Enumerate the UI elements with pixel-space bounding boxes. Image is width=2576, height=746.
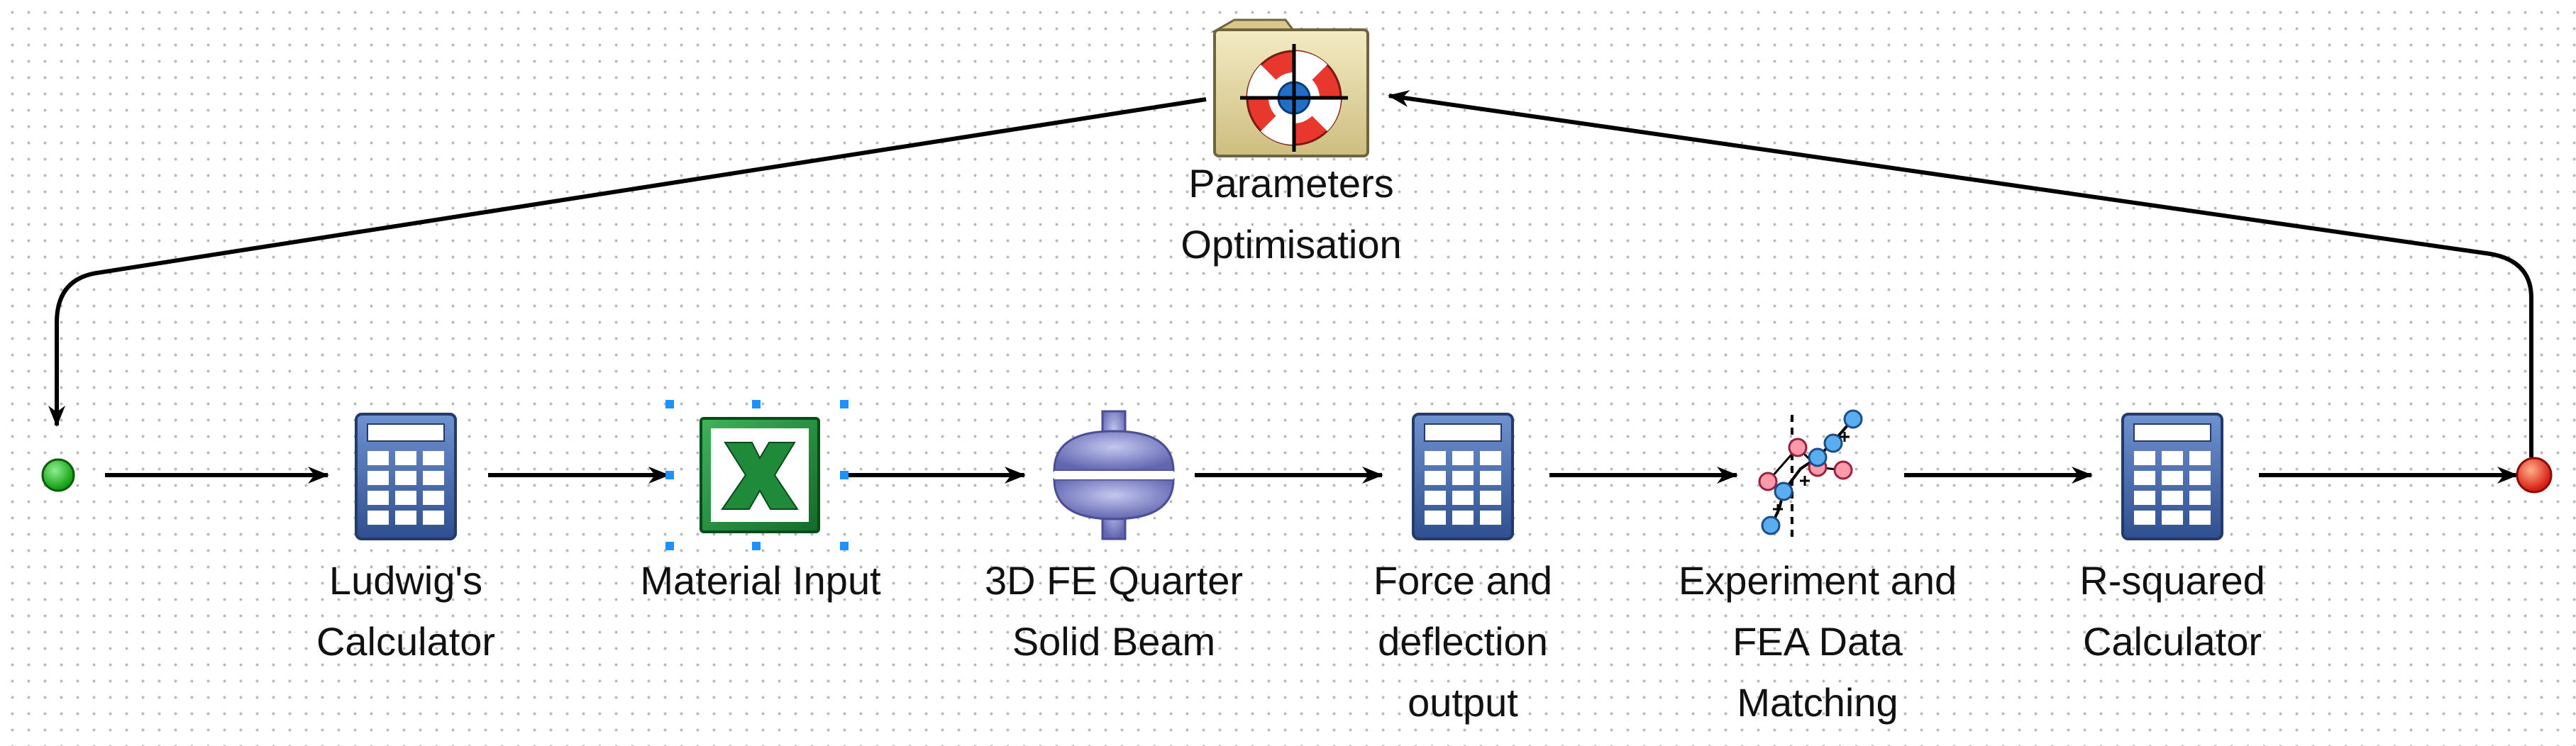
calculator-icon[interactable] bbox=[355, 413, 457, 540]
label-line: Ludwig's bbox=[328, 558, 483, 603]
calculator-icon[interactable] bbox=[2121, 413, 2223, 540]
connectors bbox=[48, 90, 2533, 484]
connector-optimisation-to-start[interactable] bbox=[48, 97, 1207, 427]
selection-handles[interactable] bbox=[665, 400, 848, 550]
node-label-force-and-deflection-output: Force and deflection output bbox=[1293, 550, 1633, 733]
label-line: deflection bbox=[1378, 619, 1548, 664]
label-line: Calculator bbox=[316, 619, 496, 664]
fe-solver-icon[interactable] bbox=[1053, 410, 1175, 540]
node-label-parameters-optimisation: Parameters Optimisation bbox=[1121, 153, 1461, 275]
excel-icon[interactable] bbox=[700, 417, 820, 533]
label-line: Matching bbox=[1737, 680, 1898, 725]
label-line: R-squared bbox=[2079, 558, 2265, 603]
label-line: 3D FE Quarter bbox=[984, 558, 1244, 603]
label-line: Solid Beam bbox=[1012, 619, 1216, 664]
lifebuoy-folder-icon[interactable] bbox=[1210, 18, 1369, 157]
label-line: FEA Data bbox=[1732, 619, 1903, 664]
label-line: Optimisation bbox=[1181, 222, 1402, 267]
data-matching-icon[interactable] bbox=[1758, 409, 1863, 542]
node-label-ludwigs-calculator: Ludwig's Calculator bbox=[236, 550, 576, 672]
node-label-material-input: Material Input bbox=[590, 550, 931, 611]
label-line: Material Input bbox=[640, 558, 881, 603]
label-line: Force and bbox=[1373, 558, 1553, 603]
calculator-icon[interactable] bbox=[1412, 413, 1514, 540]
node-label-experiment-and-fea-data-matching: Experiment and FEA Data Matching bbox=[1647, 550, 1988, 733]
label-line: output bbox=[1408, 680, 1518, 725]
connector-end-to-optimisation[interactable] bbox=[1388, 90, 2533, 457]
node-label-r-squared-calculator: R-squared Calculator bbox=[2002, 550, 2343, 672]
node-label-3d-fe-quarter-solid-beam: 3D FE Quarter Solid Beam bbox=[944, 550, 1284, 672]
label-line: Calculator bbox=[2082, 619, 2262, 664]
start-node[interactable] bbox=[41, 458, 75, 492]
label-line: Parameters bbox=[1188, 161, 1394, 206]
label-line: Experiment and bbox=[1678, 558, 1957, 603]
end-node[interactable] bbox=[2516, 457, 2553, 494]
